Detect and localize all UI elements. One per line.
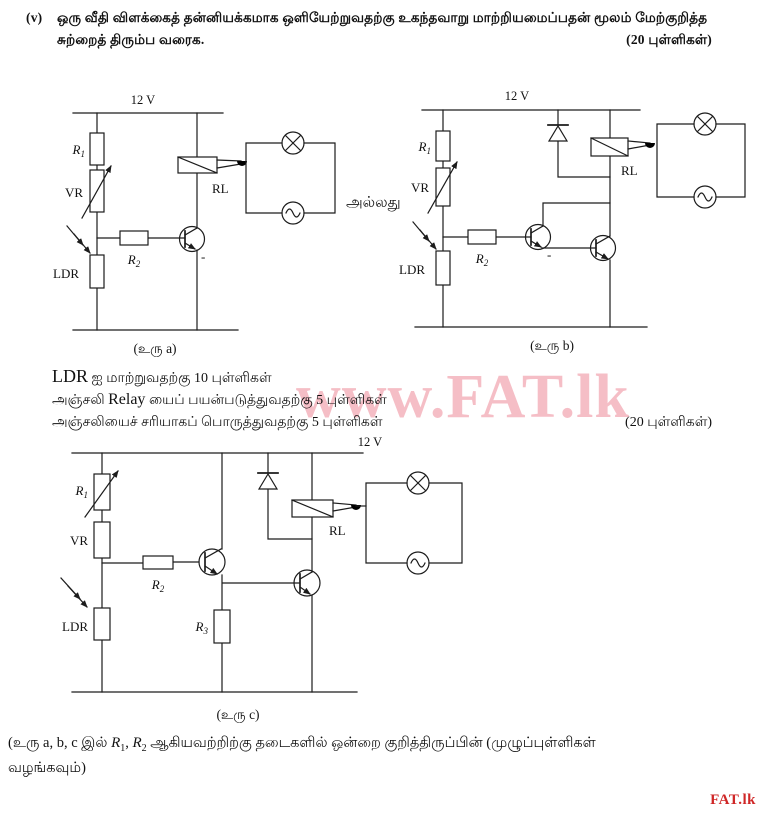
minus-label: - bbox=[201, 249, 205, 264]
relay-label: RL bbox=[212, 181, 229, 196]
variable-resistor-r1-symbol bbox=[84, 470, 119, 518]
marking-line2-text: யைப் பயன்படுத்துவதற்கு 5 புள்ளிகள் bbox=[148, 393, 387, 408]
ldr-symbol bbox=[93, 607, 111, 641]
relay-contact bbox=[216, 159, 247, 169]
supply-label: 12 V bbox=[131, 93, 155, 107]
lamp-icon bbox=[406, 471, 430, 495]
light-arrows-icon bbox=[66, 225, 91, 254]
circuit-a-diagram: 12 V R1 VR LDR R2 RL - (உரு a) bbox=[53, 93, 336, 357]
ac-source-icon bbox=[281, 201, 305, 225]
transistor-1-icon bbox=[524, 223, 552, 251]
footer-r2-term: R2 bbox=[132, 735, 147, 754]
lamp-icon bbox=[281, 131, 305, 155]
resistor-r2-symbol bbox=[142, 555, 174, 570]
circuit-a-caption: (உரு a) bbox=[133, 341, 176, 357]
circuit-a-wires bbox=[72, 112, 239, 331]
circuit-c-caption: (உரு c) bbox=[216, 707, 259, 723]
resistor-r1-symbol bbox=[435, 130, 451, 162]
transistor-1-icon bbox=[198, 548, 226, 576]
corner-brand-text: FAT.lk bbox=[710, 792, 756, 808]
footer-part2: ஆகியவற்றிற்கு தடைகளில் ஒன்றை குறித்திருப… bbox=[150, 735, 596, 751]
relay-contact bbox=[627, 140, 655, 150]
footer-line1: (உரு a, b, c இல் R1, R2 ஆகியவற்றிற்கு தட… bbox=[8, 735, 596, 754]
marking-marks: (20 புள்ளிகள்) bbox=[625, 415, 712, 430]
ac-source-icon bbox=[406, 551, 430, 575]
relay-symbol bbox=[590, 137, 629, 157]
r2-label: R2 bbox=[151, 577, 165, 594]
vr-label: VR bbox=[70, 533, 88, 548]
lamp-loop-wires bbox=[656, 123, 746, 198]
marking-line1: LDR ஐ மாற்றுவதற்கு 10 புள்ளிகள் bbox=[52, 366, 272, 388]
relay-term: Relay bbox=[108, 391, 146, 408]
circuit-c-wires bbox=[71, 452, 364, 693]
ldr-label: LDR bbox=[53, 266, 79, 281]
ldr-term: LDR bbox=[52, 366, 88, 386]
ldr-label: LDR bbox=[399, 262, 425, 277]
r3-label: R3 bbox=[195, 619, 209, 636]
resistor-r3-symbol bbox=[213, 609, 231, 644]
ldr-label: LDR bbox=[62, 619, 88, 634]
question-number: (v) bbox=[26, 10, 43, 25]
r1-label: R1 bbox=[72, 142, 85, 159]
r2-label: R2 bbox=[127, 252, 141, 269]
r1-label: R1 bbox=[75, 483, 88, 500]
circuit-b-wires bbox=[414, 109, 648, 328]
light-arrows-icon bbox=[60, 577, 88, 608]
circuit-c-diagram: 12 V R1 VR LDR R2 R3 RL (உரு c) bbox=[60, 435, 463, 723]
variable-resistor-vr-symbol bbox=[81, 165, 112, 219]
lamp-loop-wires bbox=[245, 142, 336, 214]
marking-line1-text: ஐ மாற்றுவதற்கு 10 புள்ளிகள் bbox=[91, 371, 272, 386]
marking-line3: அஞ்சலியைச் சரியாகப் பொருத்துவதற்கு 5 புள… bbox=[52, 415, 383, 430]
relay-contact bbox=[332, 502, 367, 512]
question-line2: சுற்றைத் திரும்ப வரைக. bbox=[57, 32, 205, 47]
variable-resistor-vr-symbol bbox=[427, 161, 458, 214]
light-arrows-icon bbox=[412, 221, 437, 250]
lamp-loop-wires bbox=[365, 482, 463, 564]
relay-symbol bbox=[291, 499, 334, 518]
footer-line2: வழங்கவும்) bbox=[8, 760, 86, 776]
lamp-icon bbox=[693, 112, 717, 136]
circuit-b-diagram: 12 V R1 VR LDR R2 RL - (உரு b) bbox=[399, 89, 746, 354]
question-marks: (20 புள்ளிகள்) bbox=[626, 32, 712, 47]
transistor-2-icon bbox=[293, 569, 321, 597]
diode-icon bbox=[547, 124, 569, 142]
diode-icon bbox=[257, 472, 279, 490]
ldr-symbol bbox=[89, 254, 105, 289]
footer-part1: (உரு a, b, c இல் bbox=[8, 735, 108, 751]
minus-label: - bbox=[547, 247, 551, 262]
marking-line2-pre: அஞ்சலி bbox=[52, 393, 105, 408]
transistor-2-icon bbox=[589, 234, 617, 262]
relay-symbol bbox=[177, 156, 218, 174]
vr-label: VR bbox=[411, 180, 429, 195]
supply-label: 12 V bbox=[505, 89, 529, 103]
relay-label: RL bbox=[621, 163, 638, 178]
circuit-b-caption: (உரு b) bbox=[530, 338, 574, 354]
or-connector-label: அல்லது bbox=[346, 195, 401, 211]
supply-label: 12 V bbox=[358, 435, 382, 449]
relay-label: RL bbox=[329, 523, 346, 538]
resistor-r2-symbol bbox=[119, 230, 149, 246]
question-line1: ஒரு வீதி விளக்கைத் தன்னியக்கமாக ஒளியேற்ற… bbox=[57, 10, 708, 25]
resistor-r1-symbol bbox=[89, 132, 105, 166]
transistor-icon bbox=[178, 225, 206, 253]
r2-label: R2 bbox=[475, 251, 489, 268]
footer-r1-term: R1 bbox=[111, 735, 126, 754]
footer-comma: , bbox=[125, 735, 129, 751]
ldr-symbol bbox=[435, 250, 451, 286]
marking-line2: அஞ்சலி Relay யைப் பயன்படுத்துவதற்கு 5 பு… bbox=[52, 391, 387, 410]
resistor-r2-symbol bbox=[467, 229, 497, 245]
watermark-text: www.FAT.lk bbox=[296, 363, 630, 431]
vr-label: VR bbox=[65, 185, 83, 200]
ac-source-icon bbox=[693, 185, 717, 209]
r1-label: R1 bbox=[418, 139, 431, 156]
resistor-vr-symbol bbox=[93, 521, 111, 559]
